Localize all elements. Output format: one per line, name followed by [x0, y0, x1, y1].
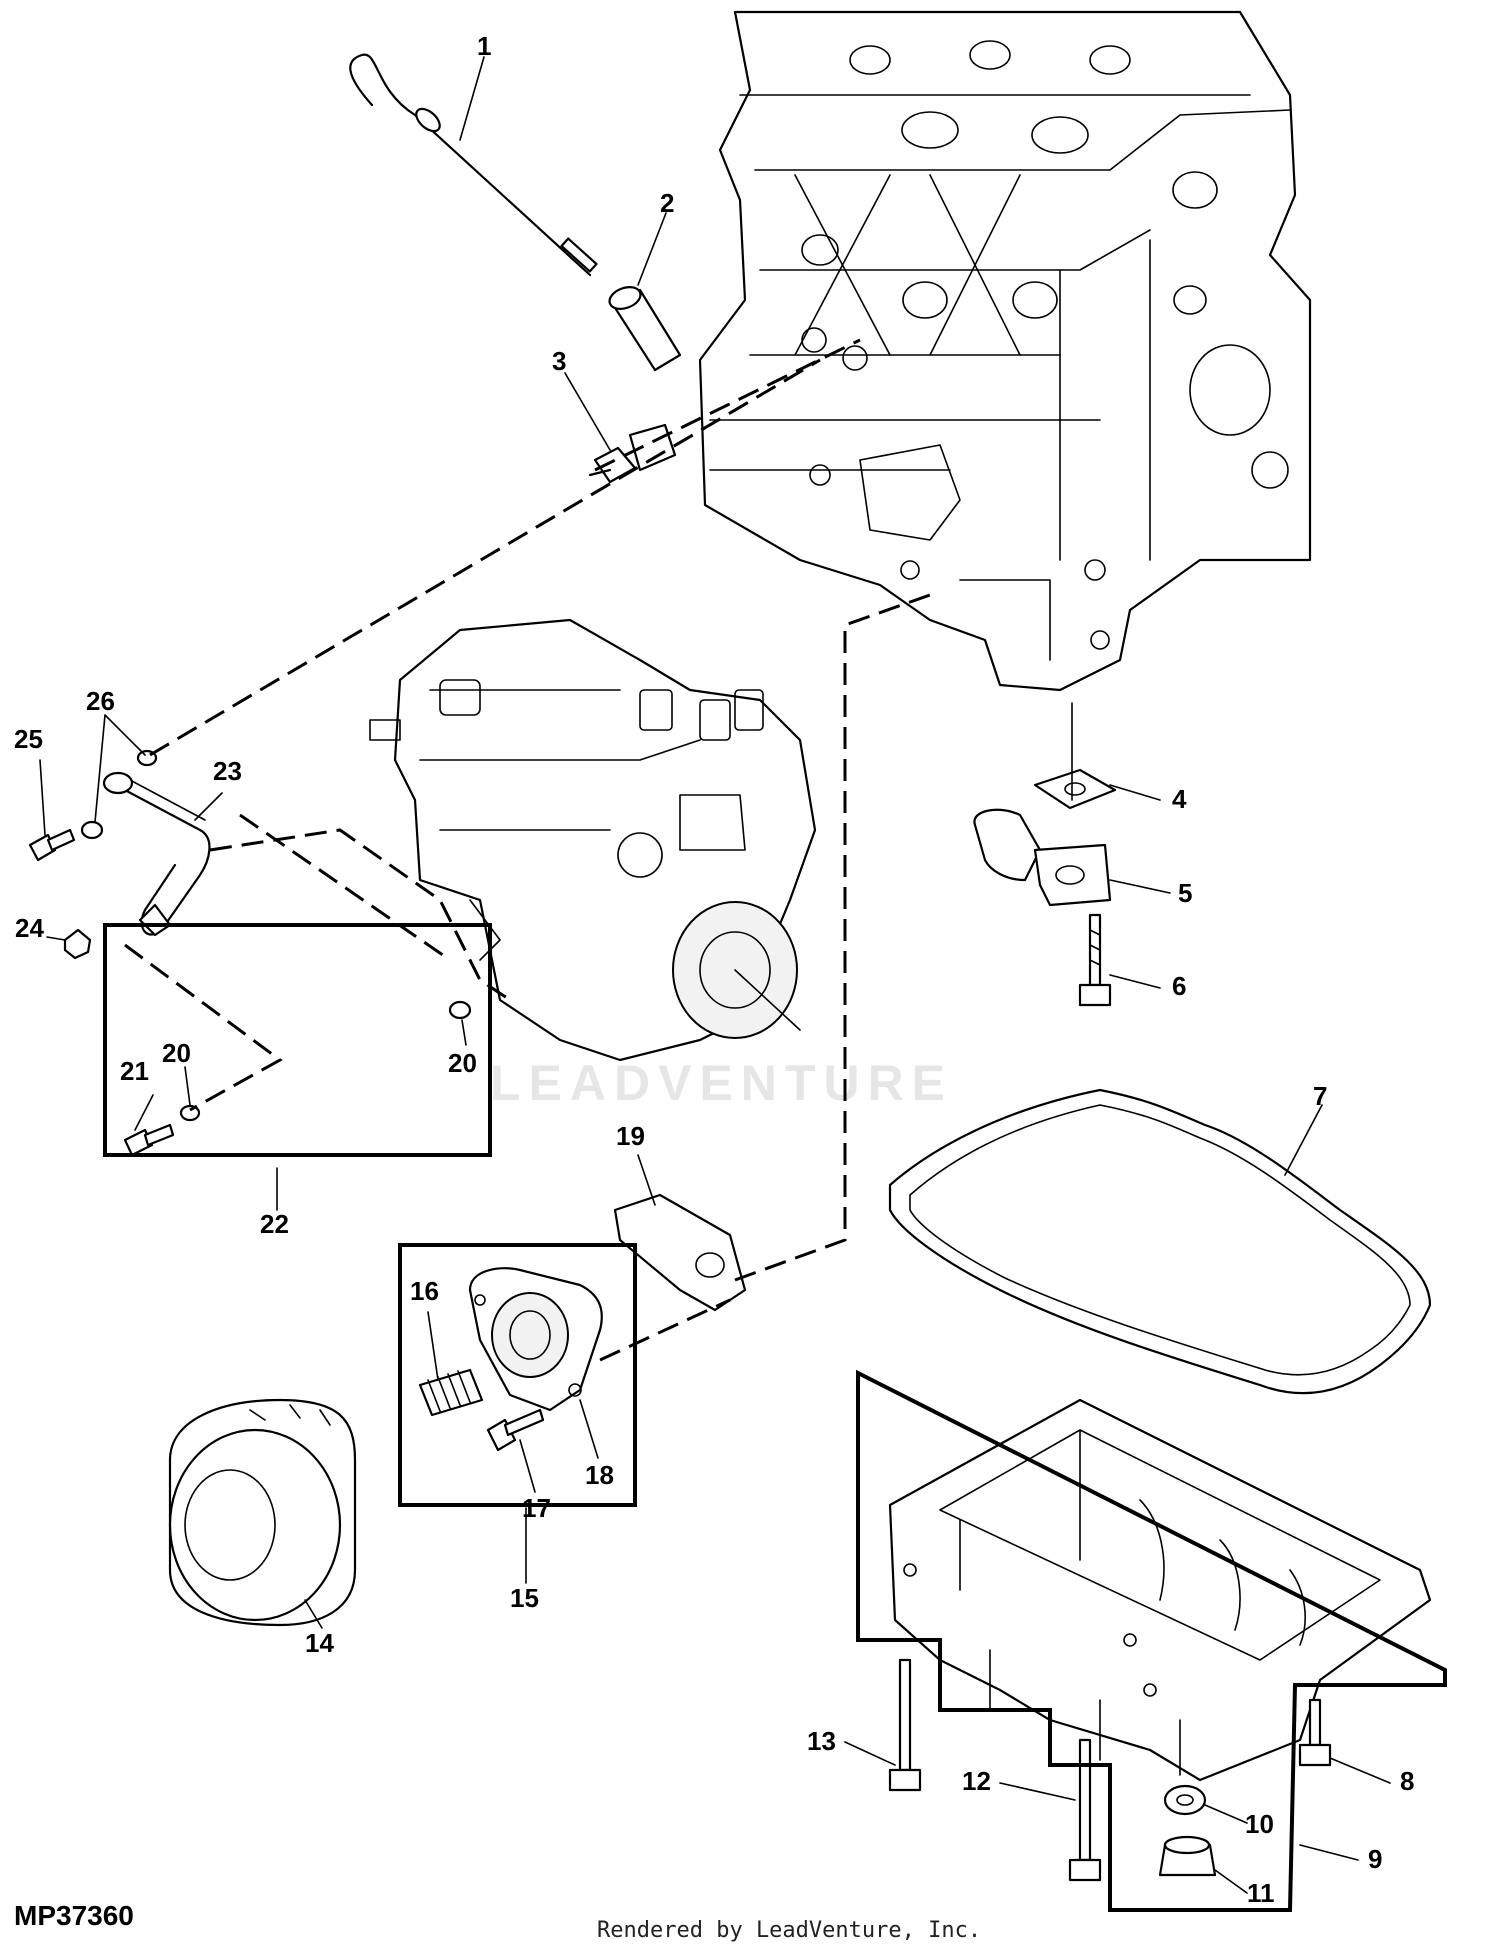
dipstick	[349, 53, 598, 277]
callout-7: 7	[1313, 1081, 1327, 1111]
callout-20b: 20	[162, 1038, 191, 1068]
callout-20a: 20	[448, 1048, 477, 1078]
callout-22: 22	[260, 1209, 289, 1239]
leader-lines	[39, 56, 1391, 1894]
callout-5: 5	[1178, 878, 1192, 908]
callout-23: 23	[213, 756, 242, 786]
callout-6: 6	[1172, 971, 1186, 1001]
watermark: LEADVENTURE	[490, 1055, 953, 1111]
callout-16: 16	[410, 1276, 439, 1306]
callout-21: 21	[120, 1056, 149, 1086]
pan-hardware	[888, 1658, 1332, 1882]
dashed-lines	[124, 338, 931, 1362]
callout-14: 14	[305, 1628, 334, 1658]
callout-2: 2	[660, 188, 674, 218]
callout-12: 12	[962, 1766, 991, 1796]
callout-13: 13	[807, 1726, 836, 1756]
callout-17: 17	[522, 1493, 551, 1523]
bolt-17	[486, 1408, 545, 1452]
adapter-5	[973, 808, 1112, 907]
callout-11: 11	[1247, 1878, 1275, 1908]
credit-line: Rendered by LeadVenture, Inc.	[597, 1918, 981, 1943]
callout-26: 26	[86, 686, 115, 716]
filter-base	[468, 1267, 603, 1412]
gasket-4	[1033, 768, 1117, 810]
callout-18: 18	[585, 1460, 614, 1490]
oil-pan-gasket	[888, 1088, 1432, 1395]
callout-8: 8	[1400, 1766, 1414, 1796]
threaded-nipple	[418, 1368, 484, 1417]
group-box-9	[856, 1369, 1447, 1912]
group-box-22	[103, 923, 492, 1157]
diagram-identifier: MP37360	[14, 1900, 134, 1931]
oil-filter	[168, 1398, 357, 1627]
callout-3: 3	[552, 346, 566, 376]
hardware-small	[28, 749, 472, 1157]
group-box-15	[398, 1243, 637, 1507]
oil-pan	[888, 1398, 1432, 1782]
bolt-6	[1078, 913, 1112, 1007]
callout-19: 19	[616, 1121, 645, 1151]
callout-9: 9	[1368, 1844, 1382, 1874]
callout-15: 15	[510, 1583, 539, 1613]
callout-25: 25	[14, 724, 43, 754]
engine-block	[698, 10, 1312, 692]
callout-1: 1	[477, 31, 491, 61]
callout-10: 10	[1245, 1809, 1274, 1839]
fuel-line	[102, 771, 211, 937]
injection-pump	[369, 618, 817, 1062]
callout-4: 4	[1172, 784, 1187, 814]
dipstick-tube	[608, 286, 682, 372]
callout-24: 24	[15, 913, 44, 943]
callout-labels: 1 2 3 4 5 6 7 8 9 10 11 12 13 14 15 16 1…	[14, 31, 1414, 1908]
